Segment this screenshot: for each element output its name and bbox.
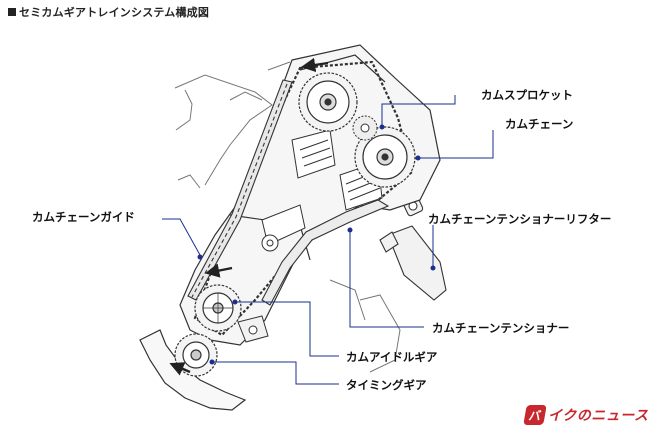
engine-outline: [174, 61, 401, 373]
cam-sprocket-upper: [298, 72, 358, 132]
leader-cam-sprocket: [381, 95, 456, 125]
leader-idle-gear: [237, 301, 339, 357]
diagram-title: セミカムギアトレインシステム構成図: [8, 4, 209, 20]
label-cam-idle-gear: カムアイドルギア: [346, 350, 438, 364]
cam-chain-tensioner: [261, 199, 390, 306]
cam-drive-gear: [352, 115, 378, 141]
crank-flywheel: [139, 329, 247, 411]
timing-gear: [174, 333, 218, 377]
label-cam-chain-tensioner: カムチェーンテンショナー: [432, 321, 570, 335]
label-cam-chain-guide: カムチェーンガイド: [32, 210, 135, 224]
tensioner-lifter-body: [379, 195, 447, 301]
idle-gear-bracket: [237, 315, 269, 343]
rotation-arrows: [169, 57, 329, 376]
leader-cam-chain-guide: [162, 218, 201, 256]
label-cam-chain: カムチェーン: [505, 117, 574, 131]
label-cam-chain-tensioner-lifter: カムチェーンテンショナーリフター: [428, 212, 612, 226]
cam-sprocket-lower: [354, 126, 416, 188]
site-logo: バ イクのニュース: [523, 404, 649, 426]
logo-mark: バ: [523, 405, 547, 425]
title-text: セミカムギアトレインシステム構成図: [19, 6, 210, 19]
arrow-upper-icon: [300, 57, 329, 73]
leader-tensioner: [349, 232, 424, 328]
arrow-lower-icon: [169, 362, 191, 376]
arrow-middle-icon: [204, 263, 233, 278]
label-cam-sprocket: カムスプロケット: [481, 88, 573, 102]
label-timing-gear: タイミングギア: [346, 378, 427, 392]
cam-idle-gear: [194, 284, 242, 332]
leader-timing-gear: [214, 361, 339, 385]
title-square-icon: [8, 8, 16, 16]
leader-cam-chain: [420, 130, 494, 159]
logo-text: イクのニュース: [548, 408, 649, 424]
leader-lines: [162, 95, 494, 385]
